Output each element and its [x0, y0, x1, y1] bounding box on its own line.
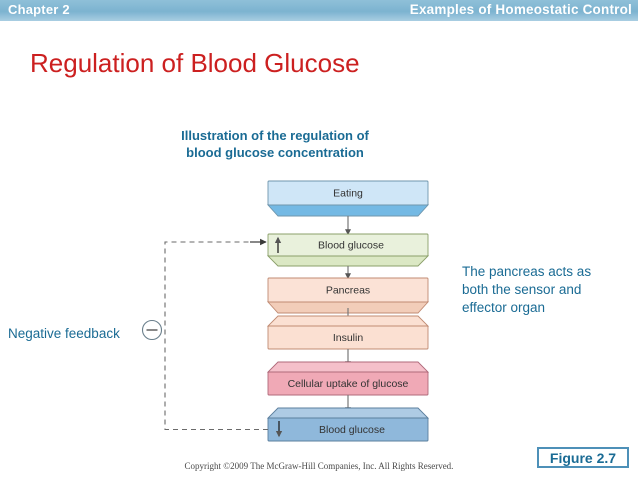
flow-node-insulin-label: Insulin	[333, 332, 364, 344]
flow-node-blood-glucose-down-label: Blood glucose	[319, 424, 385, 436]
header-topic-label: Examples of Homeostatic Control	[409, 2, 632, 17]
side-annotation-line-1: The pancreas acts as	[462, 264, 592, 279]
negative-feedback-sign	[141, 319, 163, 341]
flow-node-blood-glucose-up-body	[267, 233, 429, 257]
flow-node-blood-glucose-up-label: Blood glucose	[318, 239, 384, 251]
flow-node-eating: Eating	[266, 180, 430, 217]
flow-node-insulin: Insulin	[266, 315, 430, 350]
flow-node-insulin-body	[267, 325, 429, 350]
flow-node-blood-glucose-up: Blood glucose	[266, 233, 430, 267]
flow-node-pancreas: Pancreas	[266, 277, 430, 314]
flow-node-cellular-uptake-label: Cellular uptake of glucose	[288, 378, 409, 390]
flow-node-blood-glucose-up-bevel	[266, 255, 430, 267]
flow-node-pancreas-body	[267, 277, 429, 303]
flow-node-pancreas-bevel	[266, 301, 430, 314]
figure-badge: Figure 2.7	[537, 447, 629, 468]
flow-node-blood-glucose-down-body	[267, 417, 429, 442]
flow-node-cellular-uptake: Cellular uptake of glucose	[266, 361, 430, 396]
copyright-notice: Copyright ©2009 The McGraw-Hill Companie…	[184, 461, 454, 471]
flow-node-eating-body	[267, 180, 429, 206]
flow-node-eating-bevel	[266, 204, 430, 217]
flow-node-blood-glucose-down: Blood glucose	[266, 407, 430, 442]
header-bar	[0, 0, 638, 21]
side-annotation-line-2: both the sensor and	[462, 282, 582, 297]
side-annotation-line-3: effector organ	[462, 300, 546, 315]
minus-circle-icon	[141, 319, 163, 341]
header-chapter-label: Chapter 2	[8, 2, 70, 17]
flow-node-pancreas-label: Pancreas	[326, 284, 370, 296]
page-title: Regulation of Blood Glucose	[30, 48, 360, 78]
negative-feedback-path	[164, 241, 268, 431]
flow-node-insulin-bevel	[266, 315, 430, 327]
figure-caption-line-2: blood glucose concentration	[186, 145, 364, 160]
side-annotation: The pancreas acts as both the sensor and…	[462, 263, 627, 317]
figure-caption: Illustration of the regulation of blood …	[160, 127, 390, 161]
flow-node-cellular-uptake-body	[267, 371, 429, 396]
figure-caption-line-1: Illustration of the regulation of	[181, 128, 369, 143]
flow-node-cellular-uptake-bevel	[266, 361, 430, 373]
negative-feedback-label: Negative feedback	[8, 326, 120, 341]
flow-node-eating-label: Eating	[333, 187, 363, 199]
flow-node-blood-glucose-down-bevel	[266, 407, 430, 419]
